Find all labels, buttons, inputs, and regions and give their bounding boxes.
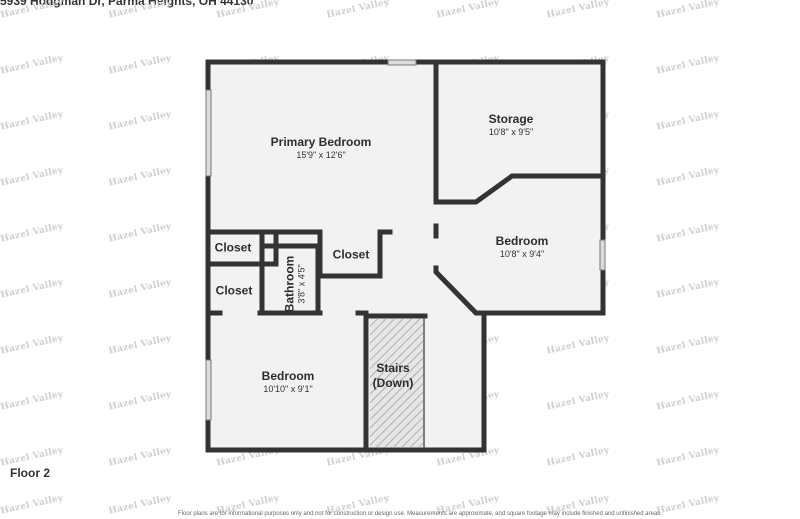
room-name: Bedroom xyxy=(495,233,549,248)
stairs-label-line2: (Down) xyxy=(372,376,414,390)
room-closet-left-top: Closet xyxy=(215,241,252,256)
room-dimensions: 3'8" x 4'5" xyxy=(296,264,307,304)
room-storage: Storage 10'8" x 9'5" xyxy=(489,112,534,138)
property-address: 5939 Hodgman Dr, Parma Heights, OH 44130 xyxy=(0,0,254,8)
room-name: Primary Bedroom xyxy=(270,134,372,149)
wall-center-closet xyxy=(317,229,383,279)
stairs-hatch xyxy=(370,319,423,447)
disclaimer-text: Floor plans are for informational purpos… xyxy=(178,511,662,517)
room-bedroom-right: Bedroom 10'8" x 9'4" xyxy=(496,234,549,260)
stairs-label-line1: Stairs xyxy=(376,361,410,375)
room-name: Bathroom xyxy=(282,255,297,313)
room-bedroom-left: Bedroom 10'10" x 9'1" xyxy=(262,369,315,395)
window-bedroom-left xyxy=(205,359,212,421)
floor-area xyxy=(208,62,603,450)
room-closet-left-bottom: Closet xyxy=(216,284,253,299)
room-primary-bedroom: Primary Bedroom 15'9" x 12'6" xyxy=(271,135,372,161)
window-primary-left xyxy=(205,89,212,177)
room-name: Closet xyxy=(332,247,370,262)
floor-label: Floor 2 xyxy=(10,466,51,480)
room-dimensions: 10'8" x 9'5" xyxy=(488,126,534,137)
window-top xyxy=(387,59,417,66)
room-name: Storage xyxy=(488,111,534,126)
wall-bedroom-right-angled xyxy=(433,265,487,316)
room-dimensions: 10'10" x 9'1" xyxy=(263,383,313,394)
room-name: Closet xyxy=(214,240,252,255)
room-stairs: Stairs (Down) xyxy=(373,361,414,391)
window-bedroom-right xyxy=(599,239,606,271)
room-bathroom: Bathroom 3'8" x 4'5" xyxy=(282,256,307,313)
room-dimensions: 15'9" x 12'6" xyxy=(296,149,346,160)
wall-storage-bottom xyxy=(433,173,606,205)
room-name: Closet xyxy=(215,283,253,298)
room-name: Bedroom xyxy=(261,368,315,383)
room-dimensions: 10'8" x 9'4" xyxy=(499,248,545,259)
room-closet-center: Closet xyxy=(333,248,370,263)
